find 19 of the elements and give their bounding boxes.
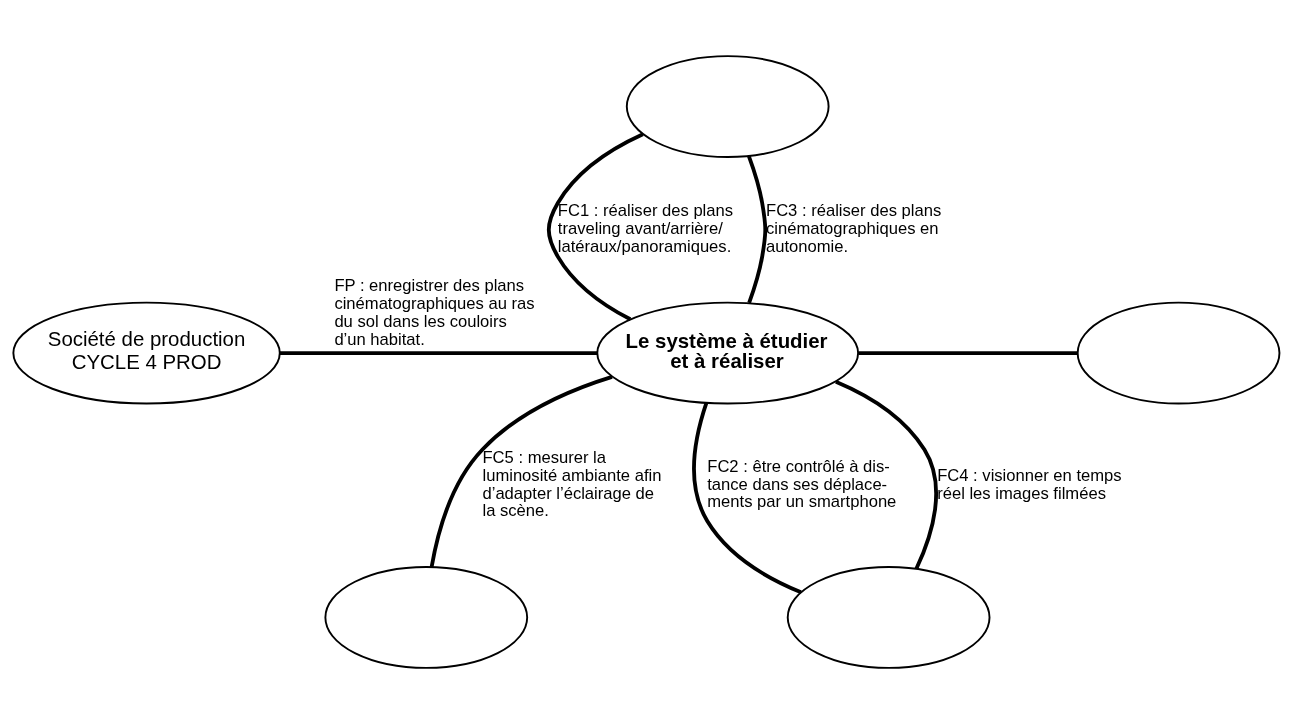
- edge-label: FP : enregistrer des plans cinématographiques au ras du sol dans les couloirs d’un habitat.: [334, 275, 535, 349]
- connector: [692, 402, 802, 594]
- node-ellipse: [324, 566, 529, 669]
- node-ellipse: [786, 566, 991, 669]
- node-ellipse: Société de production CYCLE 4 PROD: [12, 301, 281, 405]
- edge-label: FC4 : visionner en temps réel les images filmées: [937, 465, 1122, 503]
- connector: [429, 375, 613, 568]
- connector: [546, 132, 644, 321]
- edge-label: FC5 : mesurer la luminosité ambiante afin d’adapter l’éclairage de la scène.: [482, 447, 662, 521]
- node-ellipse: Le système à étudier et à réaliser: [596, 301, 860, 405]
- connector: [279, 351, 597, 355]
- edge-label: FC3 : réaliser des plans cinématographiques en autonomie.: [766, 201, 942, 257]
- node-ellipse: [625, 55, 830, 158]
- edge-label: FC2 : être contrôlé à dis- tance dans ses déplace- ments par un smartphone: [707, 456, 897, 512]
- node-ellipse: [1076, 301, 1281, 405]
- connector: [747, 155, 768, 304]
- connector: [835, 379, 938, 570]
- connector: [858, 351, 1078, 355]
- edge-label: FC1 : réaliser des plans traveling avant/arrière/ latéraux/panoramiques.: [557, 201, 734, 257]
